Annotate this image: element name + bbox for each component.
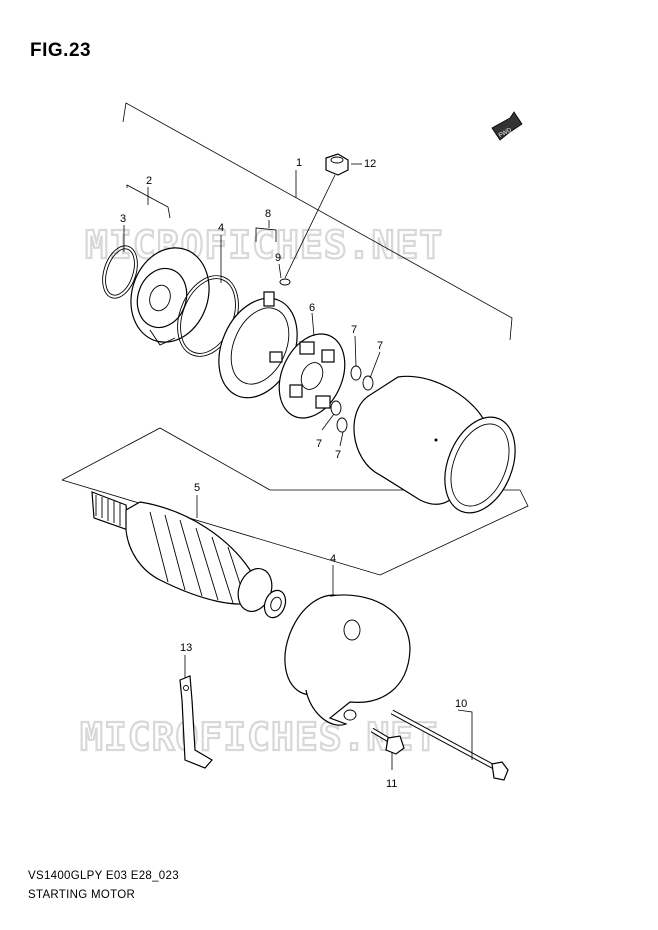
part-12-nut — [325, 153, 349, 176]
callout-7b: 7 — [377, 340, 383, 352]
watermark-top: MICROFICHES.NET — [85, 223, 443, 267]
callout-10: 10 — [455, 698, 467, 710]
callout-2: 2 — [146, 175, 152, 187]
callout-5: 5 — [194, 482, 200, 494]
part-1-motor-housing — [353, 375, 516, 514]
callout-6: 6 — [309, 302, 315, 314]
callout-8: 8 — [265, 208, 271, 220]
figure-title: FIG.23 — [30, 40, 92, 61]
part-3-o-ring — [102, 245, 138, 299]
callout-7a: 7 — [351, 324, 357, 336]
leader-lines — [123, 163, 473, 770]
callout-3: 3 — [120, 213, 126, 225]
callout-4-upper: 4 — [218, 222, 224, 234]
assembly-bracket-upper — [122, 102, 513, 341]
part-6-brush-assembly — [278, 333, 346, 419]
diagram-name: STARTING MOTOR — [28, 889, 136, 901]
part-2-end-cover — [130, 247, 210, 346]
part-4-rear-cover — [284, 594, 411, 726]
callout-7c: 7 — [316, 438, 322, 450]
watermark-bottom: MICROFICHES.NET — [80, 715, 438, 759]
part-10-long-bolt — [390, 709, 509, 781]
part-7-springs — [330, 365, 374, 433]
callout-4-lower: 4 — [330, 553, 336, 565]
callout-11: 11 — [386, 778, 397, 790]
diagram-code: VS1400GLPY E03 E28_023 — [28, 870, 179, 882]
part-11-short-bolt — [370, 727, 405, 755]
part-9-washer — [279, 278, 291, 286]
callout-1: 1 — [296, 157, 302, 169]
callout-9: 9 — [275, 252, 281, 264]
fwd-arrow-icon: FWD — [491, 111, 523, 141]
part-13-bracket — [179, 675, 213, 769]
part-5-armature — [91, 491, 287, 619]
callout-7d: 7 — [335, 449, 341, 461]
callout-12: 12 — [364, 158, 376, 170]
callout-13: 13 — [180, 642, 192, 654]
callout-labels: 1 2 3 4 4 5 6 7 7 7 7 8 9 10 11 12 13 — [120, 157, 467, 790]
